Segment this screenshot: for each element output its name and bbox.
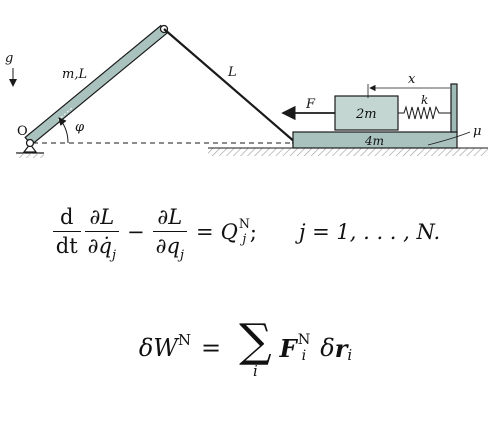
position-vector: r [334,333,348,363]
delta-symbol: δ [320,334,335,363]
time-derivative-fraction: d dt [52,205,81,258]
gravity-label: g [5,51,13,66]
semicolon: ; [249,219,257,244]
partial-q-fraction: ∂L ∂qj [152,205,187,263]
minus-sign: − [127,219,145,244]
partial-qdot: ∂q̇ [87,234,112,258]
virtual-work-superscript: N [177,331,191,350]
partial-l-numerator-1: ∂L [89,205,115,229]
rod-label: m,L [62,67,87,82]
generalized-force-subscript: j [242,230,247,246]
force-superscript: N [297,331,311,348]
ground-hatch [208,148,488,156]
generalized-force-superscript: N [238,215,250,231]
sigma-symbol: ∑ [239,314,272,367]
link-bar [163,28,297,144]
pivot-joint-o [25,138,35,148]
plate-mass-label: 4m [364,134,384,148]
block-mass-label: 2m [355,107,377,122]
partial-q: ∂q [155,234,180,258]
generalized-force: Q [220,219,238,244]
spring-label: k [421,93,428,107]
force-label: F [305,97,316,112]
rod [24,24,168,146]
virtual-work: δW [138,334,178,363]
pivot-support [16,143,44,158]
q-subscript: j [179,247,184,263]
link-length-label: L [227,65,237,80]
friction-label: μ [473,124,481,139]
equals-sign-2: = [200,334,222,363]
equals-sign: = [196,219,214,244]
dt-denominator: dt [52,231,81,258]
angle-arc [58,117,69,144]
angle-label: φ [75,120,85,135]
partial-qdot-fraction: ∂L ∂q̇j [84,205,120,263]
spring [398,105,451,120]
wall [450,83,458,133]
partial-l-numerator-2: ∂L [157,205,183,229]
qdot-subscript: j [111,247,117,263]
mechanism-diagram: g m,L O φ L F 2m k x 4m [5,24,488,158]
displacement-label: x [408,72,416,87]
force-vector: F [279,333,297,363]
origin-label: O [17,124,28,139]
friction-leader [427,131,471,146]
displacement-indicator [367,84,450,98]
gravity-indicator: g [5,51,17,87]
plate-4m [292,131,458,149]
sum-index: i [252,361,258,380]
force-subscript: i [301,348,307,365]
position-subscript: i [347,345,353,364]
lagrange-equation: d dt ∂L ∂q̇j − ∂L ∂qj = Q N j ; j = 1, .… [0,205,491,263]
virtual-work-equation: δW N = ∑ i F N i δ r i [0,318,491,378]
summation: ∑ i [239,318,272,378]
index-range: j = 1, . . . , N. [298,219,441,244]
d-numerator: d [60,205,74,229]
